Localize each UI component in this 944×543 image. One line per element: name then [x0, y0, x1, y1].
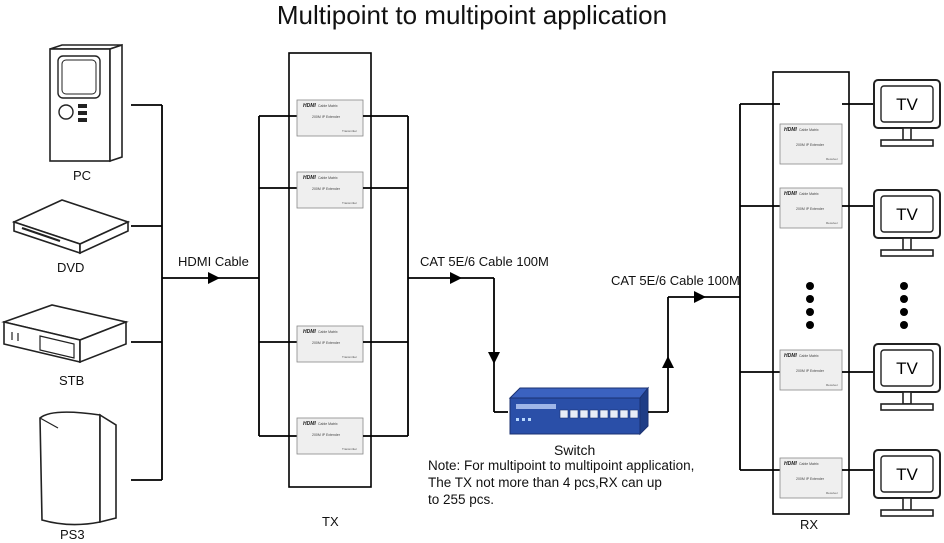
svg-text:Cable Matrix: Cable Matrix: [799, 128, 819, 132]
tx-rack: [288, 52, 372, 488]
svg-text:HDMI: HDMI: [784, 461, 797, 467]
svg-text:Transmitter: Transmitter: [342, 355, 357, 359]
source-label-stb: STB: [59, 373, 85, 388]
hdmi-source-bus: [131, 104, 259, 481]
svg-text:200M IP Extender: 200M IP Extender: [312, 115, 341, 119]
cat-arrow-up: [662, 356, 674, 368]
cat-arrow-right-rx: [694, 291, 706, 303]
pc-tower-icon: [49, 43, 123, 163]
svg-text:HDMI: HDMI: [303, 103, 316, 109]
svg-text:200M IP Extender: 200M IP Extender: [796, 143, 825, 147]
svg-text:Cable Matrix: Cable Matrix: [799, 462, 819, 466]
tv-monitor-icon: TV: [873, 449, 941, 517]
svg-text:Transmitter: Transmitter: [342, 447, 357, 451]
tx-unit: HDMI Cable Matrix 200M IP Extender Trans…: [296, 417, 364, 455]
rx-unit: HDMI Cable Matrix 200M IP Extender Recei…: [779, 123, 843, 165]
tv-monitor-icon: TV: [873, 343, 941, 411]
svg-text:200M IP Extender: 200M IP Extender: [796, 207, 825, 211]
cat-cable-label-tx: CAT 5E/6 Cable 100M: [420, 254, 549, 269]
tx-unit: HDMI Cable Matrix 200M IP Extender Trans…: [296, 171, 364, 209]
svg-text:200M IP Extender: 200M IP Extender: [312, 341, 341, 345]
rx-rack: [772, 71, 850, 515]
svg-text:Cable Matrix: Cable Matrix: [318, 104, 338, 108]
source-label-ps3: PS3: [60, 527, 85, 542]
diagram-title: Multipoint to multipoint application: [276, 0, 668, 30]
svg-text:200M IP Extender: 200M IP Extender: [796, 477, 825, 481]
svg-text:Receiver: Receiver: [826, 221, 838, 225]
tx-unit: HDMI Cable Matrix 200M IP Extender Trans…: [296, 325, 364, 363]
cat-cable-label-rx: CAT 5E/6 Cable 100M: [611, 273, 740, 288]
rx-label: RX: [800, 517, 819, 532]
hdmi-arrow: [208, 272, 220, 284]
tx-unit: HDMI Cable Matrix 200M IP Extender Trans…: [296, 99, 364, 137]
cat-arrow-right: [450, 272, 462, 284]
ellipsis-dots: [806, 282, 908, 329]
svg-text:200M IP Extender: 200M IP Extender: [796, 369, 825, 373]
rx-unit: HDMI Cable Matrix 200M IP Extender Recei…: [779, 187, 843, 229]
note-text: Note: For multipoint to multipoint appli…: [428, 458, 695, 507]
rx-unit: HDMI Cable Matrix 200M IP Extender Recei…: [779, 457, 843, 499]
cat-arrow-down: [488, 352, 500, 364]
tx-input-bus: [258, 115, 297, 437]
svg-text:HDMI: HDMI: [784, 353, 797, 359]
tx-label: TX: [322, 514, 339, 529]
svg-text:Receiver: Receiver: [826, 383, 838, 387]
svg-text:200M IP Extender: 200M IP Extender: [312, 433, 341, 437]
svg-text:TV: TV: [896, 205, 918, 224]
svg-text:TV: TV: [896, 359, 918, 378]
svg-text:TV: TV: [896, 465, 918, 484]
tv-monitor-icon: TV: [873, 79, 941, 147]
rx-output-lines: [842, 103, 874, 471]
tv-monitor-icon: TV: [873, 189, 941, 257]
svg-text:200M IP Extender: 200M IP Extender: [312, 187, 341, 191]
tx-output-bus: [363, 115, 508, 437]
svg-text:TV: TV: [896, 95, 918, 114]
svg-text:Receiver: Receiver: [826, 491, 838, 495]
svg-text:Cable Matrix: Cable Matrix: [799, 192, 819, 196]
svg-text:Cable Matrix: Cable Matrix: [318, 330, 338, 334]
svg-text:Transmitter: Transmitter: [342, 129, 357, 133]
svg-text:Transmitter: Transmitter: [342, 201, 357, 205]
svg-text:HDMI: HDMI: [784, 191, 797, 197]
rx-unit: HDMI Cable Matrix 200M IP Extender Recei…: [779, 349, 843, 391]
hdmi-cable-label: HDMI Cable: [178, 254, 249, 269]
source-label-dvd: DVD: [57, 260, 85, 275]
svg-text:HDMI: HDMI: [303, 421, 316, 427]
svg-text:HDMI: HDMI: [784, 127, 797, 133]
svg-text:Receiver: Receiver: [826, 157, 838, 161]
svg-text:HDMI: HDMI: [303, 329, 316, 335]
set-top-box-icon: [1, 304, 129, 364]
svg-text:HDMI: HDMI: [303, 175, 316, 181]
network-switch-icon: [508, 386, 650, 436]
svg-text:Cable Matrix: Cable Matrix: [318, 176, 338, 180]
switch-label: Switch: [554, 442, 596, 458]
ps3-console-icon: [39, 411, 117, 526]
dvd-player-icon: [11, 199, 131, 255]
svg-text:Cable Matrix: Cable Matrix: [799, 354, 819, 358]
svg-text:Cable Matrix: Cable Matrix: [318, 422, 338, 426]
source-label-pc: PC: [73, 168, 92, 183]
